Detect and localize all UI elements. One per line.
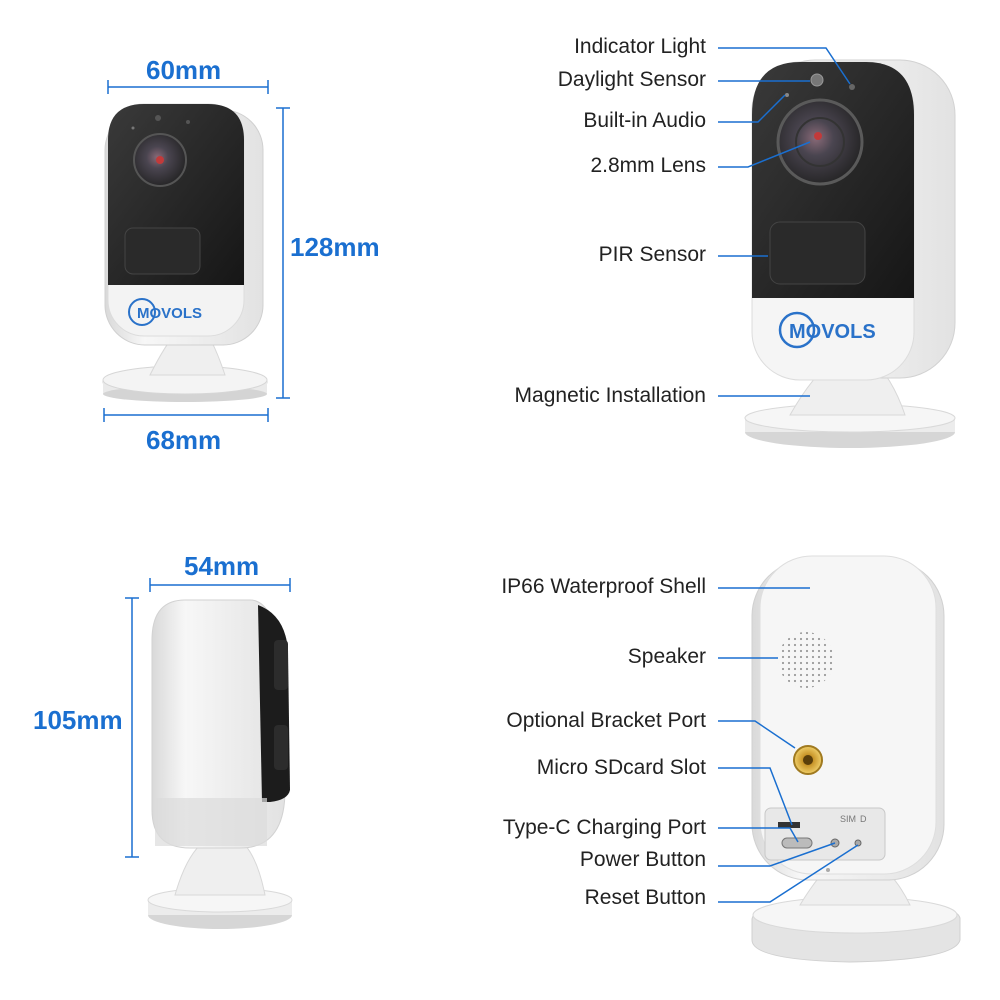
label-sdcard-slot: Micro SDcard Slot xyxy=(536,756,706,779)
label-reset-button: Reset Button xyxy=(584,886,706,909)
back-view: SIM D xyxy=(751,555,961,963)
sdcard-slot xyxy=(778,822,800,828)
usb-c-port xyxy=(781,837,813,849)
dimension-lines-front xyxy=(103,80,290,422)
label-type-c-port: Type-C Charging Port xyxy=(502,816,706,839)
sd-marking: D xyxy=(860,814,867,824)
dimension-front-height: 128mm xyxy=(290,232,380,262)
brand-logo-small: MOVOLS xyxy=(137,305,202,322)
sim-marking: SIM xyxy=(840,814,856,824)
front-view-small: MOVOLS xyxy=(102,103,268,402)
label-lens: 2.8mm Lens xyxy=(590,154,706,177)
label-daylight-sensor: Daylight Sensor xyxy=(557,68,706,91)
dimension-side-depth: 54mm xyxy=(184,551,260,581)
reset-button xyxy=(854,839,862,847)
label-bracket-port: Optional Bracket Port xyxy=(506,709,706,732)
label-speaker: Speaker xyxy=(627,645,706,668)
dimension-lines-side xyxy=(125,578,291,858)
dimension-front-width-bottom: 68mm xyxy=(146,425,222,455)
label-power-button: Power Button xyxy=(579,848,706,871)
label-magnetic-installation: Magnetic Installation xyxy=(514,384,706,407)
label-indicator-light: Indicator Light xyxy=(574,35,706,58)
callout-lines-front xyxy=(718,47,851,397)
side-view xyxy=(147,599,293,929)
callout-lines-back xyxy=(718,587,859,903)
label-waterproof-shell: IP66 Waterproof Shell xyxy=(501,575,706,598)
front-view-large: MOVOLS xyxy=(744,59,956,448)
dimension-side-height: 105mm xyxy=(33,705,123,735)
dimension-front-width-top: 60mm xyxy=(146,55,222,85)
brand-logo-large: MOVOLS xyxy=(789,321,876,343)
label-pir-sensor: PIR Sensor xyxy=(598,243,706,266)
label-built-in-audio: Built-in Audio xyxy=(583,109,706,132)
speaker-grille xyxy=(778,632,834,688)
